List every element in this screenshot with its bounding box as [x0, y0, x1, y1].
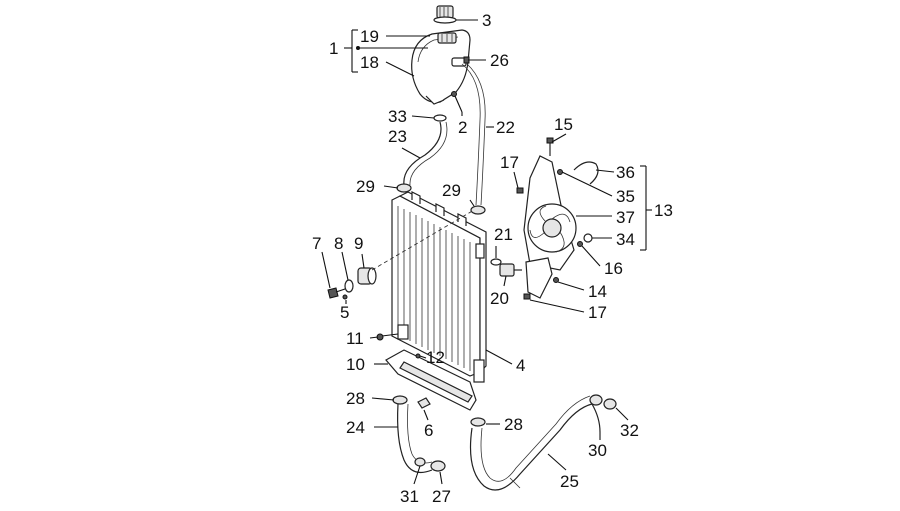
radiator: [391, 191, 487, 383]
label-16: 16: [604, 259, 623, 278]
label-34: 34: [616, 230, 635, 249]
clamp-31: [414, 457, 426, 467]
tank-cap: [433, 5, 457, 24]
label-26: 26: [490, 51, 509, 70]
hose-30-end: [589, 394, 603, 406]
label-7: 7: [312, 234, 321, 253]
label-11: 11: [346, 329, 364, 348]
label-28-right: 28: [504, 415, 523, 434]
callout-labels: 1 19 18 3 26 33 23 2 22 29 29 17 15 36 3…: [312, 11, 673, 506]
label-32: 32: [620, 421, 639, 440]
hose-25-edge: [480, 395, 591, 482]
hose-23: [403, 121, 442, 186]
label-8: 8: [334, 234, 343, 253]
clamp-28-right: [470, 417, 486, 427]
label-5: 5: [340, 303, 349, 322]
screw-2: [451, 91, 463, 113]
screw-35: [557, 169, 563, 175]
label-30: 30: [588, 441, 607, 460]
circlip-36: [573, 161, 599, 185]
label-21: 21: [494, 225, 513, 244]
clamp-27: [430, 460, 446, 472]
expansion-tank: [411, 29, 471, 105]
label-17-lower: 17: [588, 303, 607, 322]
label-29-right: 29: [442, 181, 461, 200]
label-23: 23: [388, 127, 407, 146]
mount-hardware: [327, 209, 475, 300]
hose-24: [397, 403, 433, 473]
label-18: 18: [360, 53, 379, 72]
label-6: 6: [424, 421, 433, 440]
label-29-left: 29: [356, 177, 375, 196]
clamp-28-left: [392, 395, 408, 405]
label-17-upper: 17: [500, 153, 519, 172]
hose-25: [469, 403, 593, 491]
hose-22-edge: [466, 63, 486, 206]
label-31: 31: [400, 487, 419, 506]
label-19: 19: [360, 27, 379, 46]
label-20: 20: [490, 289, 509, 308]
label-35: 35: [616, 187, 635, 206]
lower-tank: [385, 349, 477, 411]
screw-14: [553, 277, 559, 283]
plug-6: [417, 397, 431, 409]
clamp-29-left: [396, 183, 412, 193]
label-24: 24: [346, 418, 365, 437]
label-2: 2: [458, 118, 467, 137]
thermo-switch: [490, 258, 522, 277]
label-25: 25: [560, 472, 579, 491]
hose-23-edge: [409, 121, 448, 186]
label-22: 22: [496, 118, 515, 137]
label-4: 4: [516, 356, 525, 375]
washer-34: [583, 233, 593, 243]
label-15: 15: [554, 115, 573, 134]
label-3: 3: [482, 11, 491, 30]
label-33: 33: [388, 107, 407, 126]
label-13: 13: [654, 201, 673, 220]
label-1: 1: [329, 39, 338, 58]
clamp-29-right: [470, 205, 486, 215]
clamp-32: [603, 398, 617, 410]
label-9: 9: [354, 234, 363, 253]
label-36: 36: [616, 163, 635, 182]
leader-lines: [321, 19, 652, 485]
nut-16: [577, 241, 583, 247]
screw-15: [546, 137, 554, 156]
nut-17-lower: [523, 293, 531, 300]
label-28-left: 28: [346, 389, 365, 408]
clip-33: [433, 114, 447, 122]
label-37: 37: [616, 208, 635, 227]
label-14: 14: [588, 282, 607, 301]
nut-17-upper: [516, 187, 524, 194]
label-10: 10: [346, 355, 365, 374]
hose-30: [591, 403, 601, 433]
fan-assembly: [523, 155, 577, 299]
hose-22: [461, 63, 481, 206]
label-27: 27: [432, 487, 451, 506]
label-12: 12: [426, 348, 445, 367]
